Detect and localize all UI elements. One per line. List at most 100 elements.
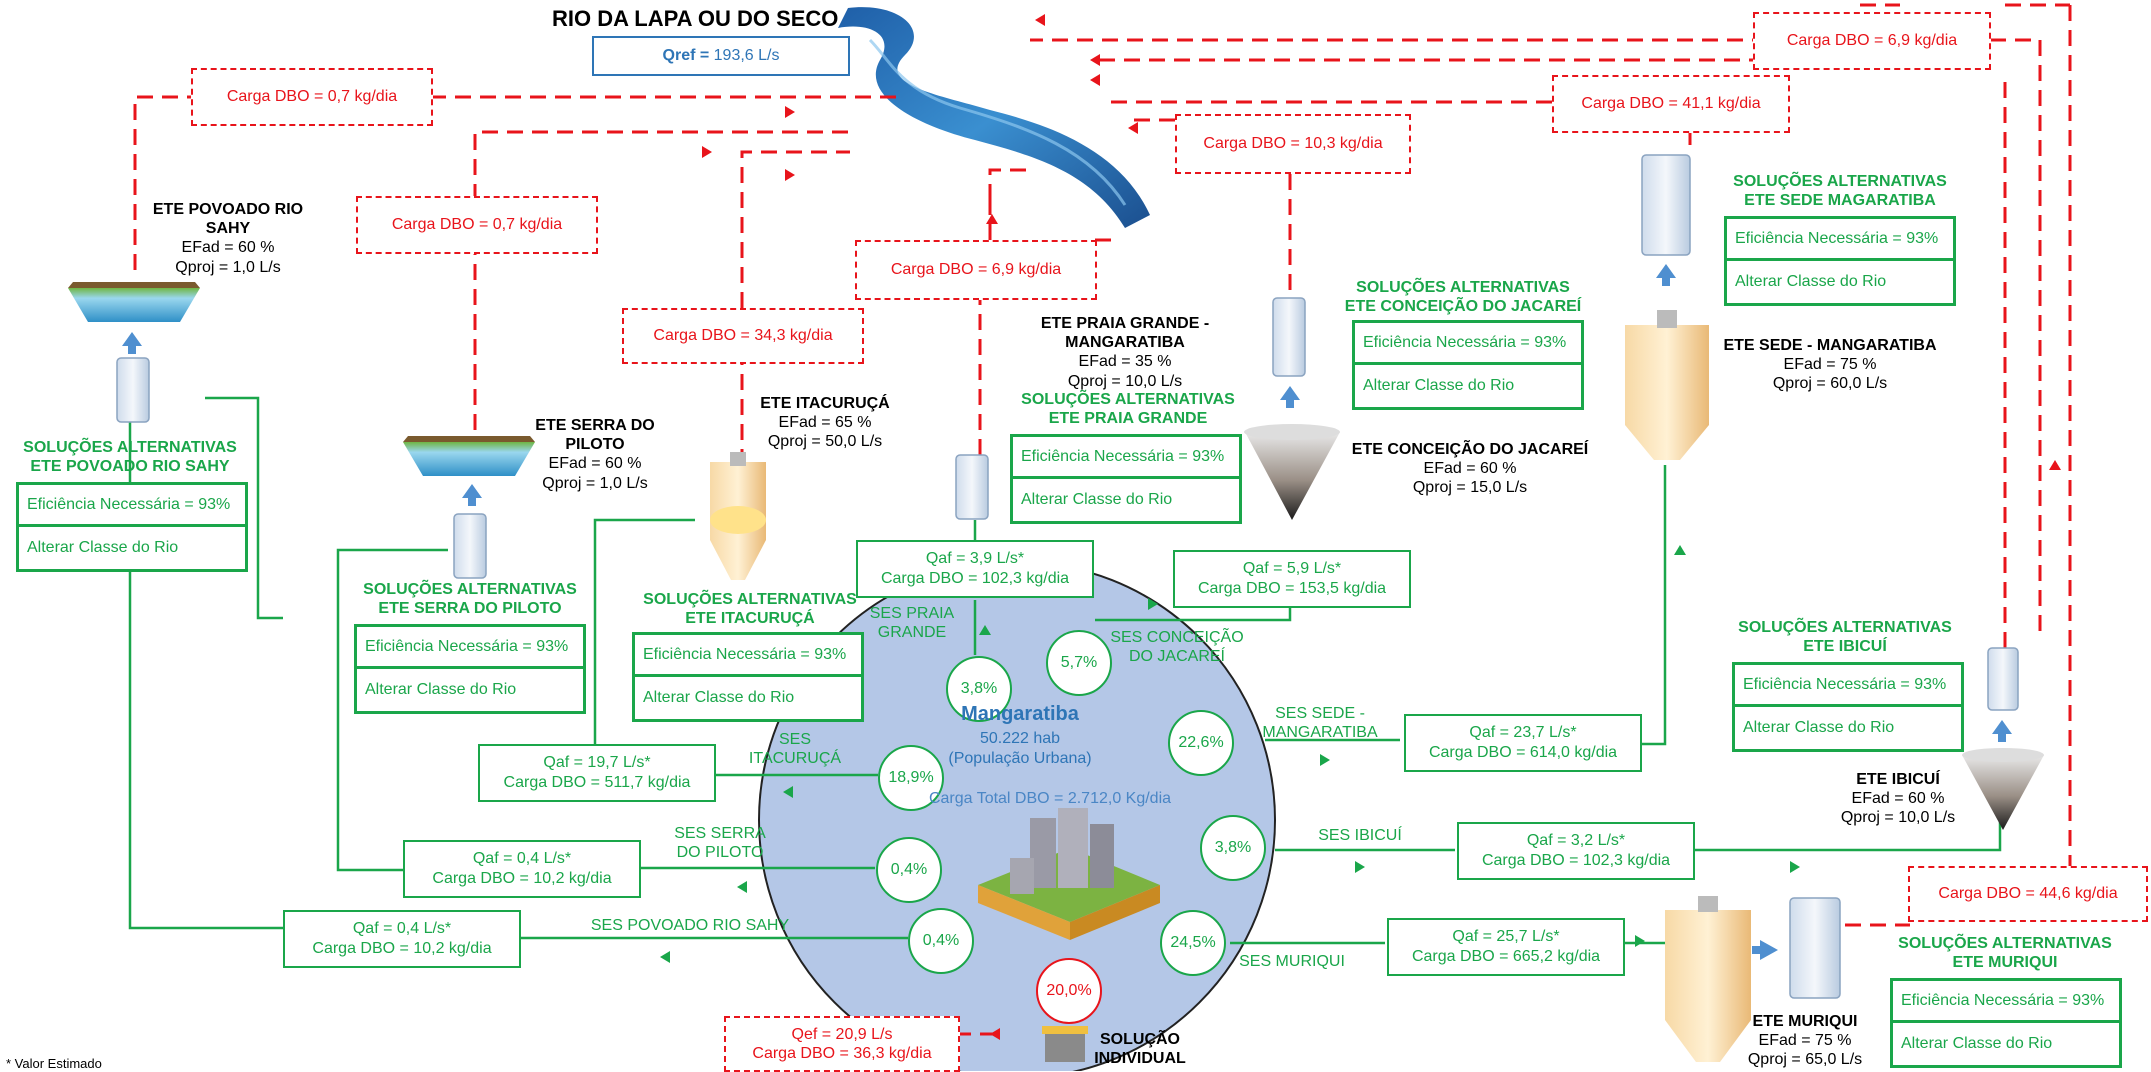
flow-box-ibicui: Qaf = 3,2 L/s* Carga DBO = 102,3 kg/dia bbox=[1457, 822, 1695, 880]
city-population-note: (População Urbana) bbox=[948, 750, 1092, 767]
flow-box-conceicao: Qaf = 5,9 L/s* Carga DBO = 153,5 kg/dia bbox=[1173, 550, 1411, 608]
city-buildings-icon bbox=[978, 808, 1160, 940]
alt-row-river-class: Alterar Classe do Rio bbox=[1363, 377, 1515, 394]
lagoon-icon-sahy bbox=[68, 282, 200, 322]
individual-qef: Qef = 20,9 L/s bbox=[791, 1025, 893, 1043]
alt-box-praia: Eficiência Necessária = 93% Alterar Clas… bbox=[1010, 434, 1242, 524]
itacuruca-qaf: Qaf = 19,7 L/s* bbox=[543, 754, 651, 771]
uasb-icon-muriqui bbox=[1665, 896, 1751, 1062]
red-load-itacuruca: Carga DBO = 34,3 kg/dia bbox=[622, 308, 864, 364]
city-name: Mangaratiba bbox=[961, 703, 1079, 725]
itacuruca-dbo: Carga DBO = 511,7 kg/dia bbox=[503, 774, 691, 791]
city-total-load: Carga Total DBO = 2.712,0 Kg/dia bbox=[928, 790, 1172, 807]
alt-row-efficiency: Eficiência Necessária = 93% bbox=[1013, 437, 1239, 479]
alt-row-river-class: Alterar Classe do Rio bbox=[27, 539, 179, 556]
ses-label-muriqui: SES MURIQUI bbox=[1239, 953, 1345, 970]
red-load-individual: Qef = 20,9 L/s Carga DBO = 36,3 kg/dia bbox=[724, 1016, 960, 1072]
individual-dbo: Carga DBO = 36,3 kg/dia bbox=[752, 1045, 932, 1062]
serra-qaf: Qaf = 0,4 L/s* bbox=[472, 850, 572, 867]
red-load-sahy: Carga DBO = 0,7 kg/dia bbox=[191, 68, 433, 126]
alt-box-sede: Eficiência Necessária = 93% Alterar Clas… bbox=[1724, 216, 1956, 306]
uasb-icon-sede bbox=[1625, 310, 1709, 460]
alt-row-river-class: Alterar Classe do Rio bbox=[365, 681, 517, 698]
pct-circle-praia: 3,8% bbox=[946, 656, 1012, 722]
flow-box-serra: Qaf = 0,4 L/s* Carga DBO = 10,2 kg/dia bbox=[403, 840, 641, 898]
qref-box: Qref = 193,6 L/s bbox=[592, 36, 850, 76]
uasb-icon-itacuruca bbox=[710, 452, 766, 580]
flow-box-sede: Qaf = 23,7 L/s*Carga DBO = 614,0 kg/dia bbox=[1404, 714, 1642, 772]
flow-box-praia: Qaf = 3,9 L/s*Carga DBO = 102,3 kg/dia bbox=[856, 540, 1094, 598]
pct-circle-ibicui: 3,8% bbox=[1200, 815, 1266, 881]
footnote: * Valor Estimado bbox=[6, 1056, 102, 1071]
ibicui-qaf: Qaf = 3,2 L/s* bbox=[1526, 832, 1626, 849]
alt-row-river-class: Alterar Classe do Rio bbox=[1021, 491, 1173, 508]
qref-value: 193,6 L/s bbox=[713, 47, 780, 64]
red-load-sede: Carga DBO = 41,1 kg/dia bbox=[1552, 75, 1790, 133]
sede-qaf: Qaf = 23,7 L/s* bbox=[1469, 724, 1577, 741]
alt-row-efficiency: Eficiência Necessária = 93% bbox=[1727, 219, 1953, 261]
alt-box-ibicui: Eficiência Necessária = 93% Alterar Clas… bbox=[1732, 662, 1964, 752]
red-load-serra: Carga DBO = 0,7 kg/dia bbox=[356, 196, 598, 254]
qref-label: Qref = bbox=[662, 47, 710, 64]
pct-circle-muriqui: 24,5% bbox=[1160, 910, 1226, 976]
red-load-conceicao: Carga DBO = 10,3 kg/dia bbox=[1175, 114, 1411, 174]
city-population: 50.222 hab bbox=[979, 730, 1061, 747]
alt-row-river-class: Alterar Classe do Rio bbox=[1735, 273, 1887, 290]
pct-circle-itacuruca: 18,9% bbox=[878, 745, 944, 811]
conceicao-dbo: Carga DBO = 153,5 kg/dia bbox=[1197, 580, 1387, 597]
flow-box-sahy: Qaf = 0,4 L/s*Carga DBO = 10,2 kg/dia bbox=[283, 910, 521, 968]
red-load-muriqui: Carga DBO = 44,6 kg/dia bbox=[1908, 866, 2148, 922]
cone-icon-conceicao bbox=[1244, 424, 1340, 520]
pct-circle-individual: 20,0% bbox=[1036, 958, 1102, 1024]
pct-circle-conceicao: 5,7% bbox=[1046, 630, 1112, 696]
alt-row-efficiency: Eficiência Necessária = 93% bbox=[1735, 665, 1961, 707]
ibicui-dbo: Carga DBO = 102,3 kg/dia bbox=[1481, 852, 1671, 869]
serra-dbo: Carga DBO = 10,2 kg/dia bbox=[432, 870, 612, 887]
conceicao-qaf: Qaf = 5,9 L/s* bbox=[1242, 560, 1342, 577]
lagoon-icon-serra bbox=[403, 436, 535, 476]
pct-circle-serra: 0,4% bbox=[876, 837, 942, 903]
alt-row-river-class: Alterar Classe do Rio bbox=[1743, 719, 1895, 736]
pct-circle-sede: 22,6% bbox=[1168, 710, 1234, 776]
alt-box-sahy: Eficiência Necessária = 93% Alterar Clas… bbox=[16, 482, 248, 572]
sahy-dbo: Carga DBO = 10,2 kg/dia bbox=[312, 940, 492, 957]
ses-label-sahy: SES POVOADO RIO SAHY bbox=[590, 917, 790, 934]
praia-dbo: Carga DBO = 102,3 kg/dia bbox=[880, 570, 1070, 587]
alt-box-itacuruca: Eficiência Necessária = 93% Alterar Clas… bbox=[632, 632, 864, 722]
red-load-ibicui: Carga DBO = 6,9 kg/dia bbox=[1753, 12, 1991, 70]
alt-row-river-class: Alterar Classe do Rio bbox=[1901, 1035, 2053, 1052]
alt-row-efficiency: Eficiência Necessária = 93% bbox=[1893, 981, 2119, 1023]
red-load-praia: Carga DBO = 6,9 kg/dia bbox=[855, 240, 1097, 300]
alt-box-muriqui: Eficiência Necessária = 93% Alterar Clas… bbox=[1890, 978, 2122, 1068]
alt-row-efficiency: Eficiência Necessária = 93% bbox=[1355, 323, 1581, 365]
river-title: RIO DA LAPA OU DO SECO bbox=[552, 6, 839, 31]
alt-row-river-class: Alterar Classe do Rio bbox=[643, 689, 795, 706]
muriqui-qaf: Qaf = 25,7 L/s* bbox=[1452, 928, 1560, 945]
septic-tank-icon bbox=[1042, 1026, 1088, 1062]
alt-row-efficiency: Eficiência Necessária = 93% bbox=[635, 635, 861, 677]
alt-box-conceicao: Eficiência Necessária = 93% Alterar Clas… bbox=[1352, 320, 1584, 410]
ses-label-sede: SES SEDE -MANGARATIBA bbox=[1262, 705, 1378, 742]
alt-box-serra: Eficiência Necessária = 93% Alterar Clas… bbox=[354, 624, 586, 714]
muriqui-dbo: Carga DBO = 665,2 kg/dia bbox=[1411, 948, 1601, 965]
cone-icon-ibicui bbox=[1962, 748, 2044, 830]
pct-circle-sahy: 0,4% bbox=[908, 908, 974, 974]
